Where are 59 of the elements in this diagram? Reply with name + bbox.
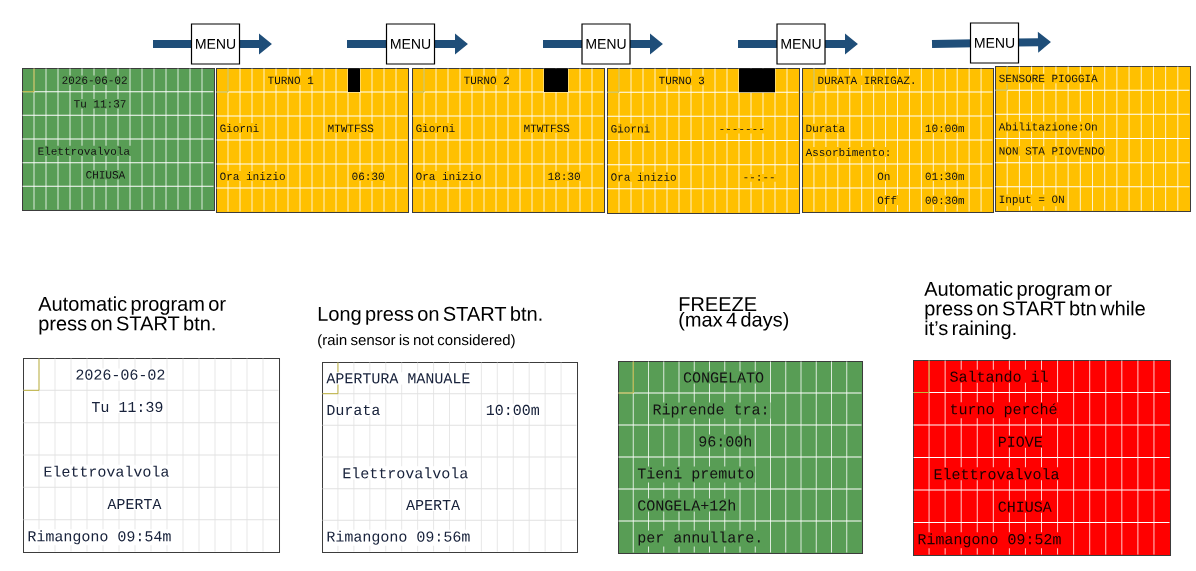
- display-text: Giorni: [414, 123, 457, 134]
- display-text: CONGELATO: [682, 371, 766, 384]
- display-text: TURNO 3: [657, 75, 706, 86]
- display-text: MTWTFSS: [522, 123, 571, 134]
- screen-label: Automatic program or press on START btn while it’s raining.: [924, 281, 1145, 340]
- display-text: NON STA PIOVENDO: [997, 146, 1106, 156]
- display-text: 2026-06-02: [60, 75, 129, 85]
- display-text: Durata: [804, 123, 847, 134]
- menu-label: MENU: [969, 22, 1020, 64]
- display-text: Giorni: [218, 123, 261, 134]
- lcd-screen: [23, 358, 280, 553]
- display-text: DURATA IRRIGAZ.: [816, 75, 918, 86]
- display-text: Giorni: [609, 123, 652, 134]
- lcd-screen: [216, 68, 409, 213]
- display-text: CHIUSA: [84, 170, 127, 180]
- lcd-screen: [618, 361, 863, 554]
- screen-label: Long press on START btn.: [318, 306, 542, 325]
- display-text: SENSORE PIOGGIA: [997, 73, 1099, 84]
- menu-label: MENU: [776, 23, 826, 65]
- lcd-screen: [607, 68, 800, 214]
- display-text: --:--: [741, 173, 777, 182]
- display-text: Ora inizio: [414, 171, 483, 182]
- display-text: Assorbimento:: [804, 147, 893, 158]
- display-text: 01:30m: [923, 171, 966, 182]
- display-text: 06:30: [350, 171, 386, 182]
- lcd-screen: [412, 68, 605, 213]
- display-text: Ora inizio: [609, 171, 678, 182]
- display-text: TURNO 1: [266, 75, 315, 86]
- display-text: Elettrovalvola: [341, 466, 470, 480]
- display-text: 00:30m: [923, 195, 966, 206]
- menu-label: MENU: [385, 23, 436, 65]
- display-text: Off: [876, 195, 898, 206]
- display-text: Ora inizio: [218, 171, 287, 182]
- display-text: Abilitazione:On: [997, 121, 1099, 132]
- lcd-screen: [322, 362, 578, 553]
- screen-label: (rain sensor is not considered): [318, 334, 515, 349]
- menu-label: MENU: [190, 23, 241, 65]
- lcd-screen: [22, 68, 215, 211]
- display-text: On: [876, 171, 892, 182]
- display-text: 18:30: [546, 171, 582, 182]
- display-text: Tu 11:37: [72, 99, 128, 109]
- lcd-screen: [913, 360, 1171, 556]
- screen-label: FREEZE (max 4 days): [679, 297, 789, 331]
- display-text: TURNO 2: [462, 75, 511, 86]
- display-text: Rimangono 09:54m: [26, 529, 173, 546]
- display-text: 10:00m: [923, 123, 966, 134]
- display-text: Rimangono 09:52m: [916, 532, 1063, 549]
- lcd-screen: [802, 68, 994, 213]
- display-text: Elettrovalvola: [36, 145, 131, 156]
- display-text: MTWTFSS: [326, 123, 375, 134]
- display-text: -------: [717, 128, 766, 134]
- display-text: APERTA: [106, 498, 163, 510]
- display-text: APERTA: [405, 499, 462, 511]
- display-text: Elettrovalvola: [932, 467, 1061, 481]
- menu-label: MENU: [581, 23, 631, 65]
- display-text: turno perché: [948, 402, 1059, 419]
- display-text: APERTURA MANUALE: [325, 372, 472, 385]
- screen-label: Automatic program or press on START btn.: [38, 296, 226, 335]
- lcd-screen: [995, 66, 1191, 212]
